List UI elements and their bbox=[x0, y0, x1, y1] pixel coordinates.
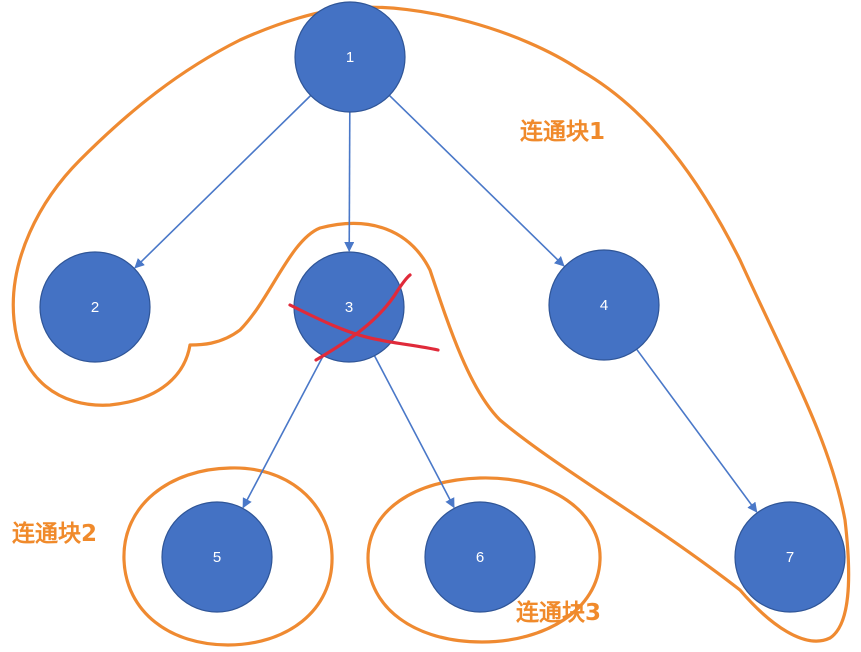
node-label-6: 6 bbox=[476, 549, 484, 566]
component-label-2: 连通块2 bbox=[12, 520, 97, 547]
removal-cross-mark bbox=[314, 273, 412, 362]
component-boundary-2 bbox=[122, 466, 334, 647]
node-circle-1 bbox=[294, 1, 406, 113]
edge-4-to-7 bbox=[636, 348, 758, 513]
node-label-7: 7 bbox=[786, 549, 794, 566]
edge-1-to-4 bbox=[388, 94, 565, 267]
node-label-1: 1 bbox=[346, 49, 354, 66]
node-2: 2 bbox=[39, 251, 151, 363]
node-6: 6 bbox=[424, 501, 536, 613]
node-circle-5 bbox=[161, 501, 273, 613]
edge-1-to-3 bbox=[344, 111, 355, 252]
removal-cross-mark-stroke-2 bbox=[288, 303, 440, 352]
edge-3-to-6 bbox=[373, 355, 455, 509]
component-boundary-1 bbox=[11, 5, 851, 643]
node-label-4: 4 bbox=[600, 297, 608, 314]
edge-1-to-2 bbox=[134, 94, 312, 269]
component-label-1: 连通块1 bbox=[520, 118, 605, 145]
edge-3-to-5 bbox=[242, 355, 325, 509]
node-circle-2 bbox=[39, 251, 151, 363]
node-label-3: 3 bbox=[345, 299, 353, 316]
node-circle-7 bbox=[734, 501, 846, 613]
component-boundary-3 bbox=[366, 476, 602, 644]
node-label-2: 2 bbox=[91, 299, 99, 316]
node-4: 4 bbox=[548, 249, 660, 361]
node-circle-4 bbox=[548, 249, 660, 361]
node-circle-6 bbox=[424, 501, 536, 613]
component-label-3: 连通块3 bbox=[516, 599, 601, 626]
node-7: 7 bbox=[734, 501, 846, 613]
node-label-5: 5 bbox=[213, 549, 221, 566]
edges-layer bbox=[134, 94, 758, 513]
node-1: 1 bbox=[294, 1, 406, 113]
nodes-layer: 1 2 3 4 5 6 7 bbox=[39, 1, 846, 613]
node-5: 5 bbox=[161, 501, 273, 613]
